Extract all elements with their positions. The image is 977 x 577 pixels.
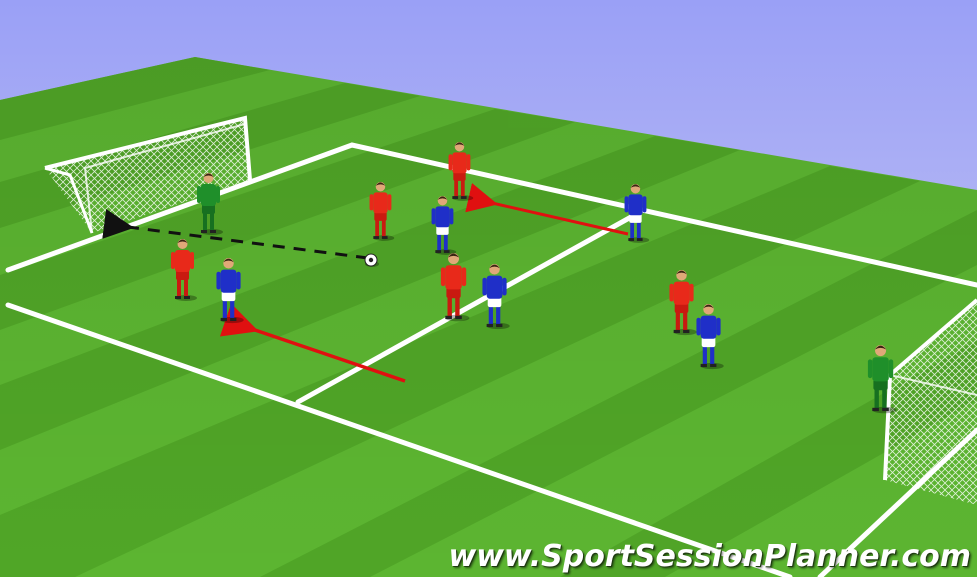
watermark-text: www.SportSessionPlanner.com	[448, 539, 971, 574]
pitch	[0, 57, 977, 577]
